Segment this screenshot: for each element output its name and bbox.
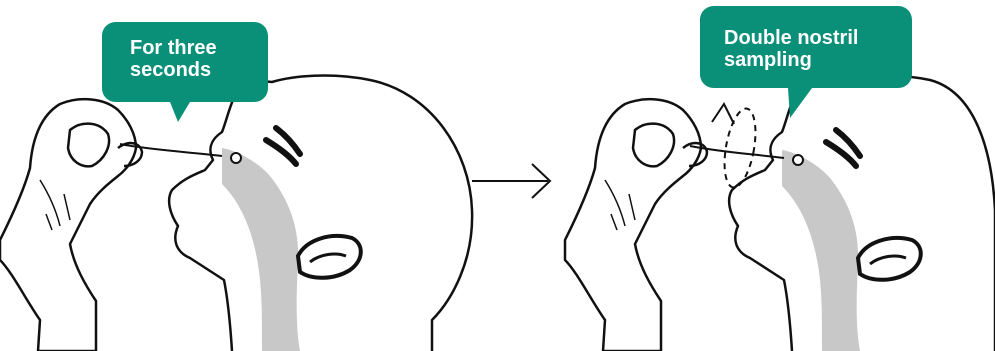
eye-icon	[826, 130, 860, 166]
head-outline	[729, 76, 995, 351]
dashed-rotation-arrow-icon	[719, 106, 760, 190]
swab-tip	[793, 155, 803, 165]
nasal-cavity	[782, 150, 860, 351]
ear-icon	[858, 238, 921, 280]
callout-2-text: Double nostril sampling	[724, 27, 904, 71]
